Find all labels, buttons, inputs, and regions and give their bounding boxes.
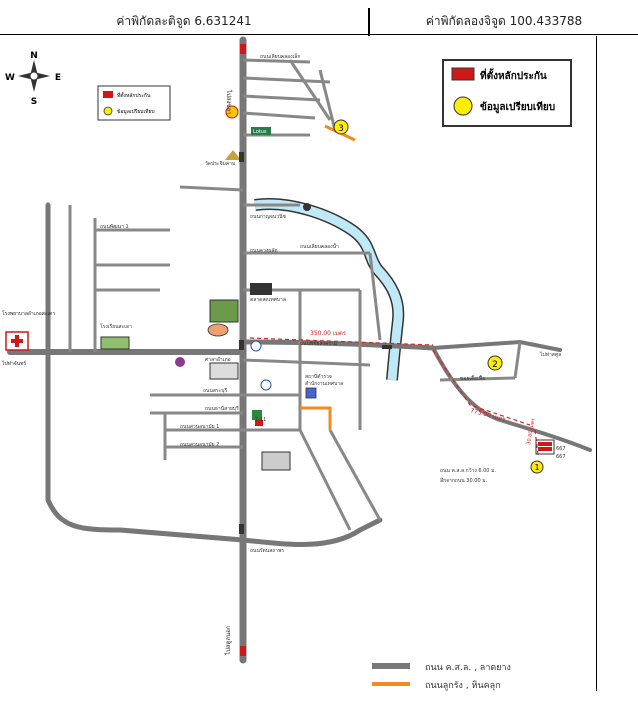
legend-location-swatch: [451, 67, 475, 81]
top-road-label: ไปสงขลา: [225, 89, 233, 115]
road-label-3: ถนนพิชัยสงคราม: [300, 340, 337, 347]
hospital-icon: [5, 331, 29, 351]
lotus-label: Lotus: [253, 129, 267, 135]
post-office-icon: [260, 379, 272, 391]
distance-lines: [249, 337, 539, 456]
longitude-label: ค่าพิกัดลองจิจูด 100.433788: [425, 14, 583, 28]
temple-label: วัดประจิมคาม: [205, 160, 235, 167]
comparable-marker-2[interactable]: 2: [487, 355, 503, 371]
police-building-icon: [261, 451, 291, 471]
seven-eleven-icon: [252, 410, 262, 420]
traffic-light-icon-3: [239, 524, 244, 534]
marker-3-label: 3: [338, 124, 344, 134]
marker-1-label: 1: [534, 463, 539, 472]
lot-number-2: 667: [556, 454, 566, 460]
school-label: โรงเรียนสะเดา: [100, 323, 132, 330]
right-border: [596, 36, 597, 691]
road-label-12: ถนนเลียบคลองเล็ก: [260, 52, 300, 60]
road-label-2: ถนนกาญจนวนิช: [250, 213, 287, 220]
seven-label: 7-11: [255, 417, 266, 423]
legend-location-label: ที่ตั้งหลักประกัน: [480, 68, 547, 82]
south-end-marker: [240, 646, 246, 656]
compass-n: N: [30, 51, 38, 61]
legend-comparable-label: ข้อมูลเปรียบเทียบ: [480, 101, 555, 114]
road-label-7: ถนนธานีสายบุรี: [205, 405, 239, 412]
hospital-label: โรงพยาบาลอำเภอสะเดา: [2, 310, 55, 317]
market-building-icon: [209, 299, 239, 323]
shell-icon: [225, 105, 239, 119]
distance-30: 30.00 เมตร: [526, 418, 537, 446]
temple-icon: [225, 150, 241, 160]
road-label-11: ถนนรัตนสถาพร: [250, 548, 284, 554]
traffic-light-icon-1: [239, 152, 244, 162]
road-labels: ไปสงขลา ไปสตูลนอก ถนนดวงผลัด ถนนกาญจนวนิ…: [100, 52, 561, 656]
to-right-label: ไปท่าสตูล: [539, 351, 561, 358]
north-end-marker: [240, 44, 246, 54]
bottom-legend: ถนน ค.ส.ล. , ลาดยาง ถนนลูกรัง , หินคลุก: [372, 663, 511, 691]
police-label: สถานีตำรวจ: [305, 373, 332, 380]
district-office-icon: [209, 362, 239, 380]
canal: [254, 198, 405, 381]
location-map: 667 667 1 2 3 โรงพยาบาลอำเภอสะเดา ไปท่าจ…: [1, 36, 592, 691]
main-legend: ที่ตั้งหลักประกัน ข้อมูลเปรียบเทียบ: [442, 59, 572, 127]
bridge-icon: [303, 203, 311, 211]
road-label-4: ถนนเลียบคลองน้ำ: [300, 241, 339, 250]
compass-icon: N S W E: [5, 51, 61, 107]
road-label-1: ถนนดวงผลัด: [250, 248, 278, 254]
road-label-6: ถนนสระบุรี: [203, 387, 227, 394]
comparable-marker-3[interactable]: 3: [333, 119, 349, 135]
bottom-road-label: ไปสตูลนอก: [224, 625, 232, 656]
compass-e: E: [55, 73, 61, 83]
road-label-8: ถนนสวนอนามัย 1: [180, 424, 219, 430]
landmark-icon: [207, 323, 229, 337]
market-label: ตลาดสดเทศบาล: [250, 297, 286, 303]
road-label-9: ถนนสวนอนามัย 2: [180, 442, 219, 448]
bank-logo-icon: [250, 340, 262, 352]
comparable-marker-1[interactable]: 1: [530, 460, 544, 474]
gravel-road: [300, 406, 332, 430]
plot-road-label: ถนน ค.ส.ล.กว้าง 6.00 ม.: [440, 467, 496, 474]
distance-775: 775.00 เมตร: [469, 407, 506, 423]
to-hospital-label: ไปท่าจันทร์: [1, 360, 26, 367]
secondary-roads: [68, 58, 522, 531]
soi-label: ซอยเอื้อเฟื้อ: [460, 373, 485, 382]
school-icon: [100, 336, 130, 350]
marker-2-label: 2: [492, 360, 498, 370]
coordinate-header: ค่าพิกัดละติจูด 6.631241 ค่าพิกัดลองจิจู…: [0, 8, 638, 36]
header-divider: [368, 8, 370, 36]
small-legend-location: ที่ตั้งหลักประกัน: [117, 90, 151, 99]
latitude-label: ค่าพิกัดละติจูด 6.631241: [116, 14, 252, 28]
plot-depth-label: ลึกจากถนน 30.00 ม.: [440, 477, 488, 484]
road-label-10: ถนนพัฒนา 1: [100, 224, 129, 230]
compass-w: W: [5, 73, 15, 83]
bridge-icon-2: [382, 345, 392, 349]
legend-comparable-swatch: [453, 96, 473, 116]
municipal-label: สำนักงานเทศบาล: [305, 381, 343, 387]
flag-icon: [255, 420, 263, 426]
small-legend-comparable: ข้อมูลเปรียบเทียบ: [117, 108, 155, 115]
building-3d-icon: [305, 387, 317, 399]
gravel-road-label: ถนนลูกรัง , หินคลุก: [425, 680, 501, 691]
district-label: ศาลาอำเภอ: [205, 357, 231, 363]
lot-number-1: 667: [556, 446, 566, 452]
lotus-icon: [251, 127, 271, 135]
small-legend: ที่ตั้งหลักประกัน ข้อมูลเปรียบเทียบ: [97, 85, 171, 121]
mosque-icon: [175, 357, 185, 367]
bank-icon: [250, 283, 272, 295]
compass-s: S: [31, 97, 37, 107]
paved-road-label: ถนน ค.ส.ล. , ลาดยาง: [425, 663, 511, 673]
distance-350: 350.00 เมตร: [310, 330, 347, 337]
traffic-light-icon-2: [239, 340, 244, 350]
plot-lots: 667 667: [535, 439, 566, 460]
